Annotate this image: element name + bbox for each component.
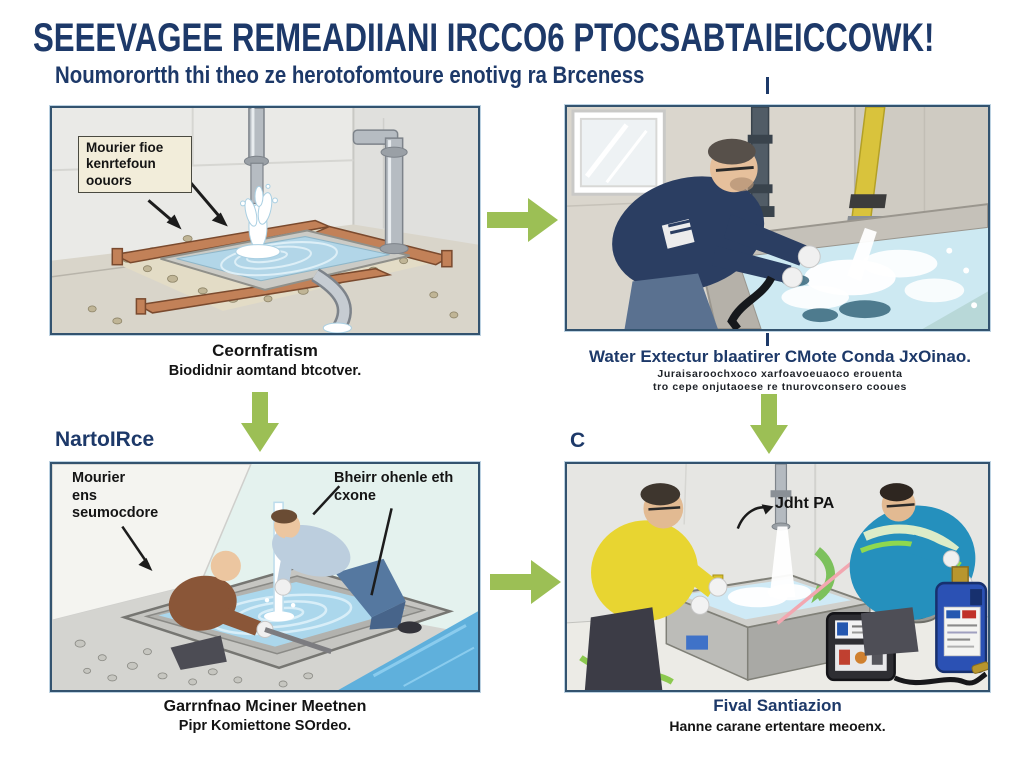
caption-contamination: Ceornfratism Biodidnir aomtand btcotver. bbox=[168, 341, 362, 379]
callout-arrows bbox=[147, 179, 228, 230]
technician bbox=[612, 138, 821, 329]
pebbles bbox=[74, 639, 314, 688]
page-subtitle: Noumorortth thi theo ze herotofomtoure e… bbox=[55, 62, 645, 89]
flow-label-c: C bbox=[570, 429, 586, 452]
worker-brown-sweater bbox=[168, 550, 333, 670]
flow-label-left: NartoIRce bbox=[55, 428, 155, 451]
worker-yellow-shirt bbox=[584, 483, 728, 690]
subtitle-tick-mark bbox=[766, 77, 769, 94]
arrow-down-icon bbox=[241, 392, 279, 452]
panel-sanitization: Jdht PA bbox=[565, 462, 990, 692]
chemical-jug bbox=[935, 566, 988, 674]
laser-line bbox=[776, 555, 861, 625]
caption-tick-mark bbox=[766, 333, 769, 346]
caption-cleaning: Garrnfnao Mciner Meetnen Pipr Komiettone… bbox=[163, 698, 367, 734]
sanitization-illustration bbox=[567, 464, 988, 690]
pipes bbox=[243, 108, 409, 255]
brass-nozzle bbox=[971, 661, 988, 674]
water-fountain bbox=[235, 183, 281, 260]
water-extraction-illustration bbox=[567, 107, 988, 329]
arrow-down-icon bbox=[750, 394, 788, 454]
caption-water-extraction: Water Extectur blaatirer CMote Conda JxO… bbox=[589, 347, 971, 393]
power-cable bbox=[893, 671, 988, 686]
cleaning-illustration bbox=[52, 464, 478, 690]
caption-sanitization: Fival Santiazion Hanne carane ertentare … bbox=[669, 696, 886, 734]
arrow-right-icon bbox=[487, 198, 558, 242]
sanitization-callout-label: Jdht PA bbox=[775, 495, 835, 512]
water-jet bbox=[263, 501, 296, 622]
contamination-illustration bbox=[52, 108, 478, 333]
page-title: SEEEVAGEE REMEADIIANI IRCCO6 PTOCSABTAIE… bbox=[33, 16, 935, 60]
churning-water bbox=[781, 227, 978, 310]
panel-water-extraction bbox=[565, 105, 990, 331]
callout-lines bbox=[121, 485, 393, 596]
worker-blue-shirt bbox=[271, 509, 422, 634]
arrow-right-icon bbox=[490, 560, 561, 604]
window bbox=[571, 109, 666, 196]
